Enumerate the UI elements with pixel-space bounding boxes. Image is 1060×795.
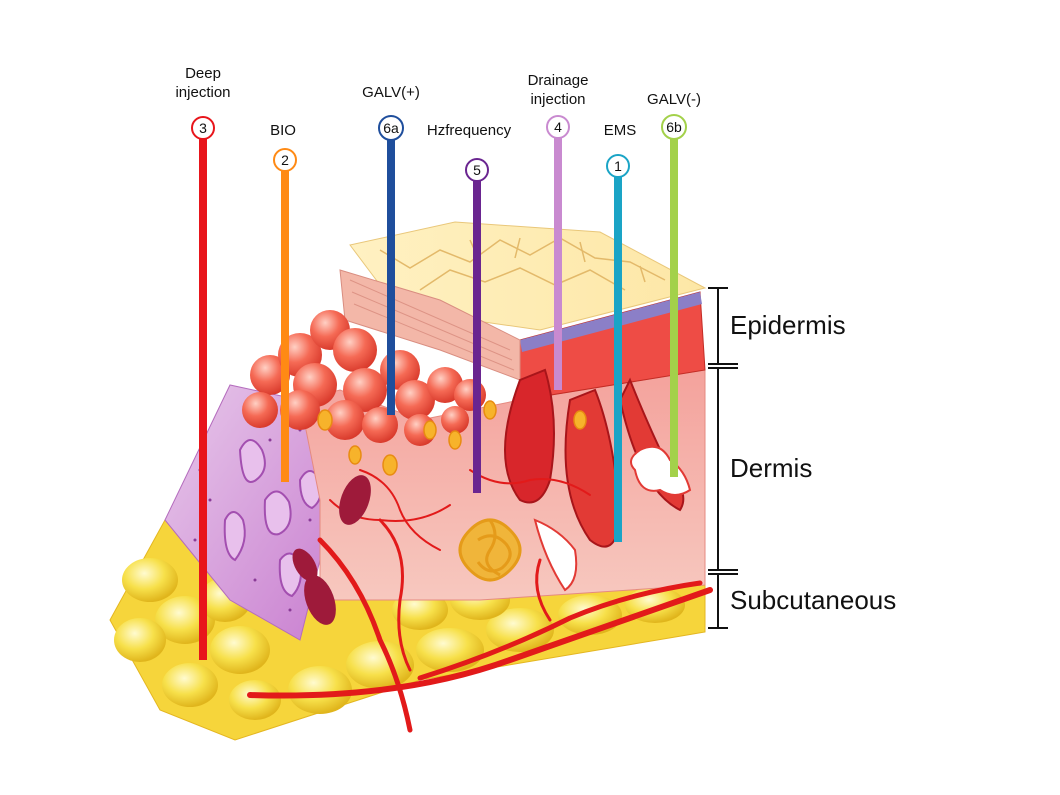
probe-number: 3 (199, 120, 207, 136)
sweat-gland-right (630, 445, 692, 496)
epidermis-top-layer (520, 292, 702, 352)
probe-rod (473, 181, 481, 493)
probe-number: 1 (614, 158, 622, 174)
probe-rod (387, 140, 395, 415)
probe-p4: 4 Drainage injection (528, 72, 589, 390)
probe-number-circle (465, 158, 489, 182)
probe-label: Hzfrequency (427, 122, 512, 139)
probe-number: 5 (473, 162, 481, 178)
probe-label: injection (175, 84, 230, 101)
layer-brackets (708, 287, 738, 629)
probe-label: GALV(-) (647, 91, 701, 108)
probe-rod (614, 177, 622, 542)
dermis-label: Dermis (730, 453, 812, 483)
probe-rod (670, 139, 678, 477)
probe-number-circle (273, 148, 297, 172)
nerve-endings (317, 400, 587, 476)
probe-number-circle (546, 115, 570, 139)
probe-rod (554, 138, 562, 390)
probe-p2: 2 BIO (270, 122, 297, 482)
probe-label: EMS (604, 122, 637, 139)
probe-label: injection (530, 91, 585, 108)
probe-number-circle (378, 115, 404, 141)
probe-number-circle (191, 116, 215, 140)
blood-vessels (247, 469, 713, 733)
probe-label: GALV(+) (362, 84, 420, 101)
probe-p6b: 6b GALV(-) (647, 91, 701, 477)
subcutaneous-label: Subcutaneous (730, 585, 896, 615)
probe-label: BIO (270, 122, 296, 139)
probe-number-circle (661, 114, 687, 140)
probe-p1: 1 EMS (604, 122, 637, 542)
probe-number: 2 (281, 152, 289, 168)
sebaceous-gland (458, 518, 522, 582)
skin-illustration (109, 221, 713, 741)
probe-number: 6b (666, 119, 682, 135)
arteries (292, 475, 371, 625)
probe-p5: 5 Hzfrequency (427, 122, 512, 493)
probe-label: Drainage (528, 72, 589, 89)
probe-number-circle (606, 154, 630, 178)
probe-number: 4 (554, 119, 562, 135)
probe-p3: 3 Deep injection (175, 65, 231, 660)
probe-label: Deep (185, 65, 221, 82)
probe-rod (199, 139, 207, 660)
probes: 3 Deep injection 2 BIO 6a GALV(+) 5 Hzfrequency 4… (175, 65, 701, 660)
probe-rod (281, 171, 289, 482)
probe-p6a: 6a GALV(+) (362, 84, 420, 415)
epidermis-label: Epidermis (730, 310, 846, 340)
probe-number: 6a (383, 120, 399, 136)
